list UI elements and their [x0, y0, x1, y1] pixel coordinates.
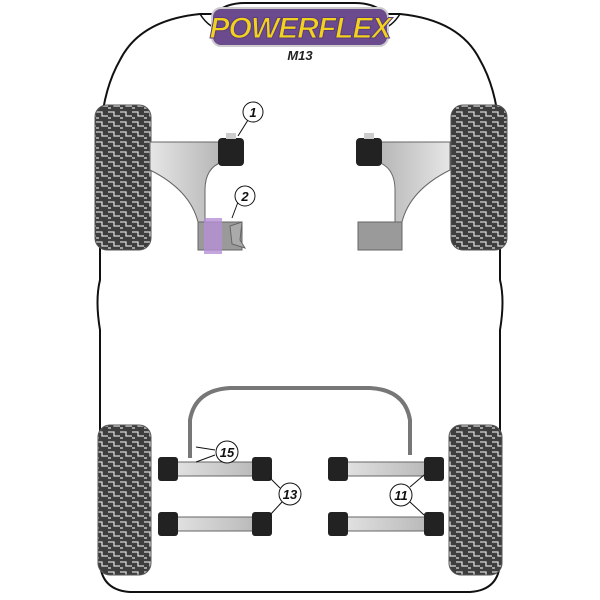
rear-right-wheel [448, 424, 503, 576]
rear-anti-roll-bar [188, 386, 412, 458]
front-left-wishbone [149, 133, 247, 254]
callout-1: 1 [237, 101, 264, 137]
callout-11: 11 [389, 474, 425, 516]
callout-15: 15 [195, 440, 239, 464]
model-code: M13 [287, 48, 313, 63]
car-body-outline [96, 2, 504, 593]
callout-13: 13 [269, 477, 302, 516]
powerflex-logo: POWERFLEX [209, 7, 395, 47]
svg-text:POWERFLEX: POWERFLEX [209, 12, 393, 45]
svg-text:15: 15 [220, 445, 235, 460]
rear-left-wheel [97, 424, 152, 576]
svg-text:2: 2 [240, 189, 249, 204]
svg-text:1: 1 [249, 105, 256, 120]
callout-2: 2 [231, 185, 256, 219]
front-left-wheel [94, 104, 152, 251]
svg-text:13: 13 [283, 487, 298, 502]
rear-left-links [158, 457, 272, 536]
front-right-wheel [450, 104, 508, 251]
rear-right-links [328, 457, 444, 536]
svg-text:11: 11 [394, 488, 408, 503]
front-right-wishbone [356, 133, 451, 251]
